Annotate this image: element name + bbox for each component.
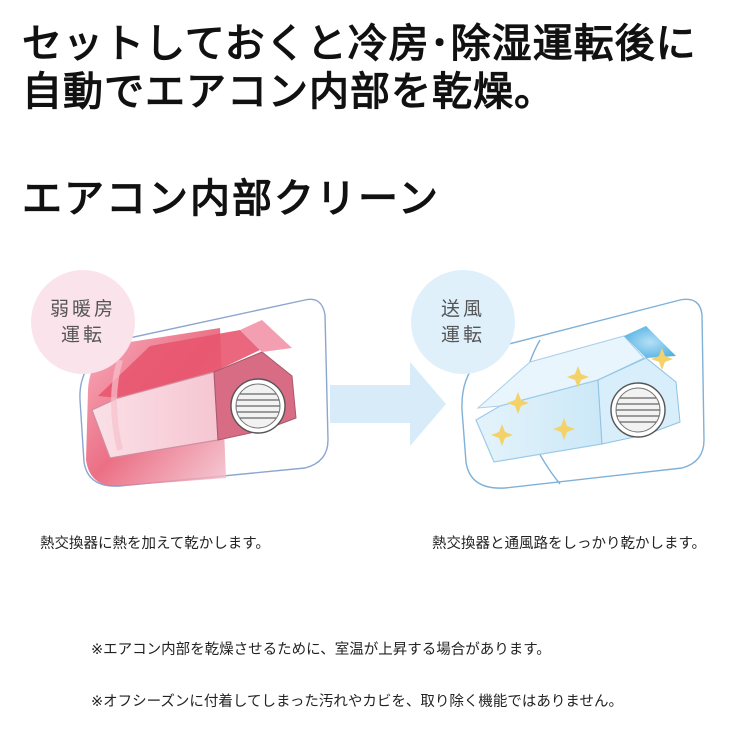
heating-unit-illustration (79, 298, 329, 487)
fan-mode-badge: 送風 運転 (411, 270, 515, 374)
note-not-mold-removal: ※オフシーズンに付着してしまった汚れやカビを、取り除く機能ではありません。 (91, 694, 623, 710)
headline-line-2: 自動でエアコン内部を乾燥。 (22, 69, 555, 115)
transition-arrow (330, 362, 446, 446)
fan-unit-illustration (461, 298, 705, 489)
headline-line-1: セットしておくと冷房･除湿運転後に (22, 21, 697, 67)
section-title: エアコン内部クリーン (22, 176, 440, 222)
heating-mode-line-1: 弱暖房 (49, 298, 116, 320)
headline: セットしておくと冷房･除湿運転後に 自動でエアコン内部を乾燥。 (22, 20, 742, 116)
sparkle-icons (491, 348, 673, 446)
fan-caption: 熱交換器と通風路をしっかり乾かします。 (432, 536, 707, 552)
heating-caption: 熱交換器に熱を加えて乾かします。 (40, 536, 270, 552)
heating-mode-line-2: 運転 (60, 324, 105, 346)
illustration (79, 298, 705, 489)
fan-mode-line-1: 送風 (440, 298, 485, 320)
fan-mode-line-2: 運転 (440, 324, 485, 346)
heating-mode-badge: 弱暖房 運転 (31, 270, 135, 374)
note-room-temperature: ※エアコン内部を乾燥させるために、室温が上昇する場合があります。 (91, 642, 551, 658)
